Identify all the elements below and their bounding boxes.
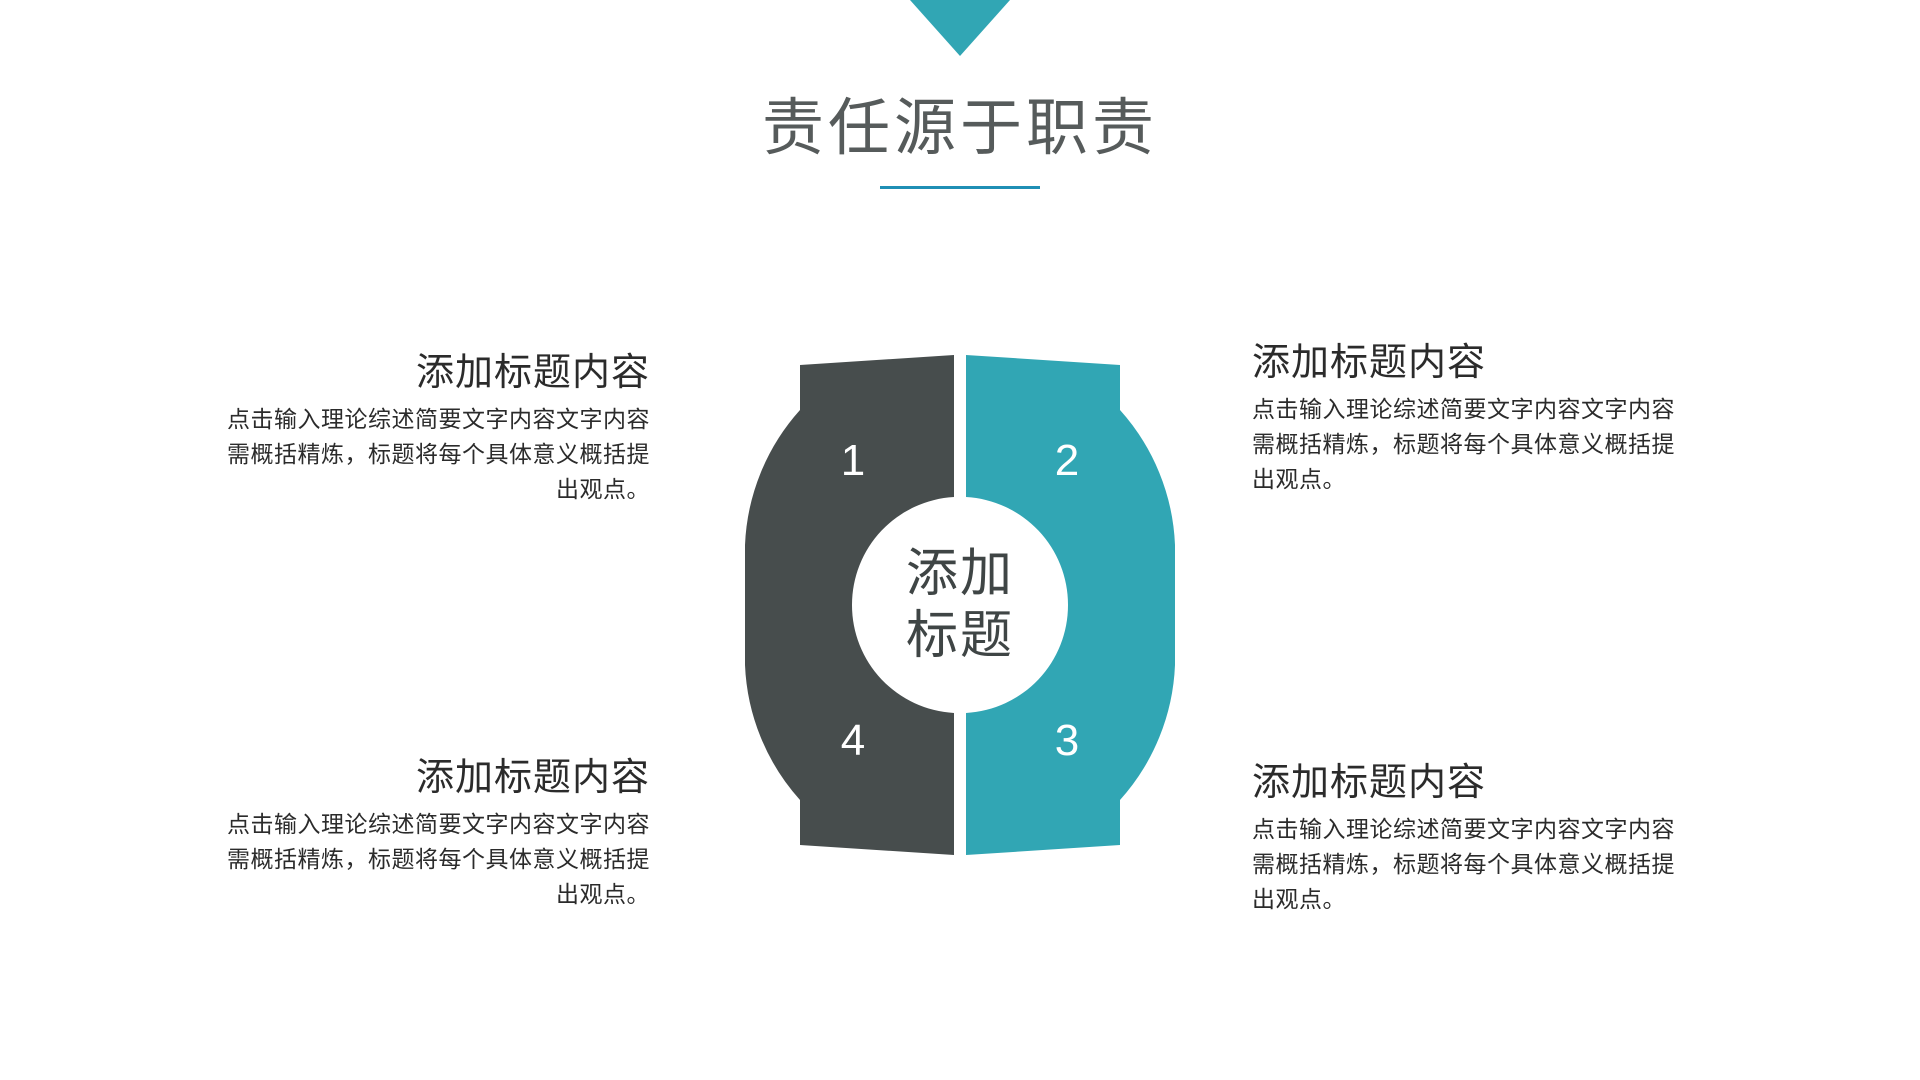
title-block: 责任源于职责 — [0, 92, 1920, 189]
callout-title: 添加标题内容 — [415, 757, 650, 799]
callout-body: 点击输入理论综述简要文字内容文字内容需概括精炼，标题将每个具体意义概括提出观点。 — [227, 811, 650, 907]
callout-bottom-right: 添加标题内容 点击输入理论综述简要文字内容文字内容需概括精炼，标题将每个具体意义… — [1252, 760, 1682, 917]
triangle-down-icon — [910, 0, 1010, 56]
segment-number-1: 1 — [841, 436, 865, 485]
title-underline — [880, 186, 1040, 189]
donut-segment-4[interactable] — [745, 605, 954, 855]
callout-bottom-left: 添加标题内容 点击输入理论综述简要文字内容文字内容需概括精炼，标题将每个具体意义… — [220, 755, 650, 912]
callout-top-left: 添加标题内容 点击输入理论综述简要文字内容文字内容需概括精炼，标题将每个具体意义… — [220, 350, 650, 507]
donut-segment-2[interactable] — [966, 355, 1175, 605]
page-title: 责任源于职责 — [761, 94, 1158, 163]
callout-title: 添加标题内容 — [1252, 762, 1487, 804]
donut-diagram: 1 2 3 4 — [745, 355, 1175, 855]
callout-body: 点击输入理论综述简要文字内容文字内容需概括精炼，标题将每个具体意义概括提出观点。 — [1252, 816, 1675, 912]
callout-body: 点击输入理论综述简要文字内容文字内容需概括精炼，标题将每个具体意义概括提出观点。 — [227, 406, 650, 502]
segment-number-2: 2 — [1055, 436, 1079, 485]
donut-segment-3[interactable] — [966, 605, 1175, 855]
callout-body: 点击输入理论综述简要文字内容文字内容需概括精炼，标题将每个具体意义概括提出观点。 — [1252, 396, 1675, 492]
donut-segment-1[interactable] — [745, 355, 954, 605]
callout-top-right: 添加标题内容 点击输入理论综述简要文字内容文字内容需概括精炼，标题将每个具体意义… — [1252, 340, 1682, 497]
segment-number-4: 4 — [841, 716, 865, 765]
segment-number-3: 3 — [1055, 716, 1079, 765]
callout-title: 添加标题内容 — [415, 352, 650, 394]
callout-title: 添加标题内容 — [1252, 342, 1487, 384]
